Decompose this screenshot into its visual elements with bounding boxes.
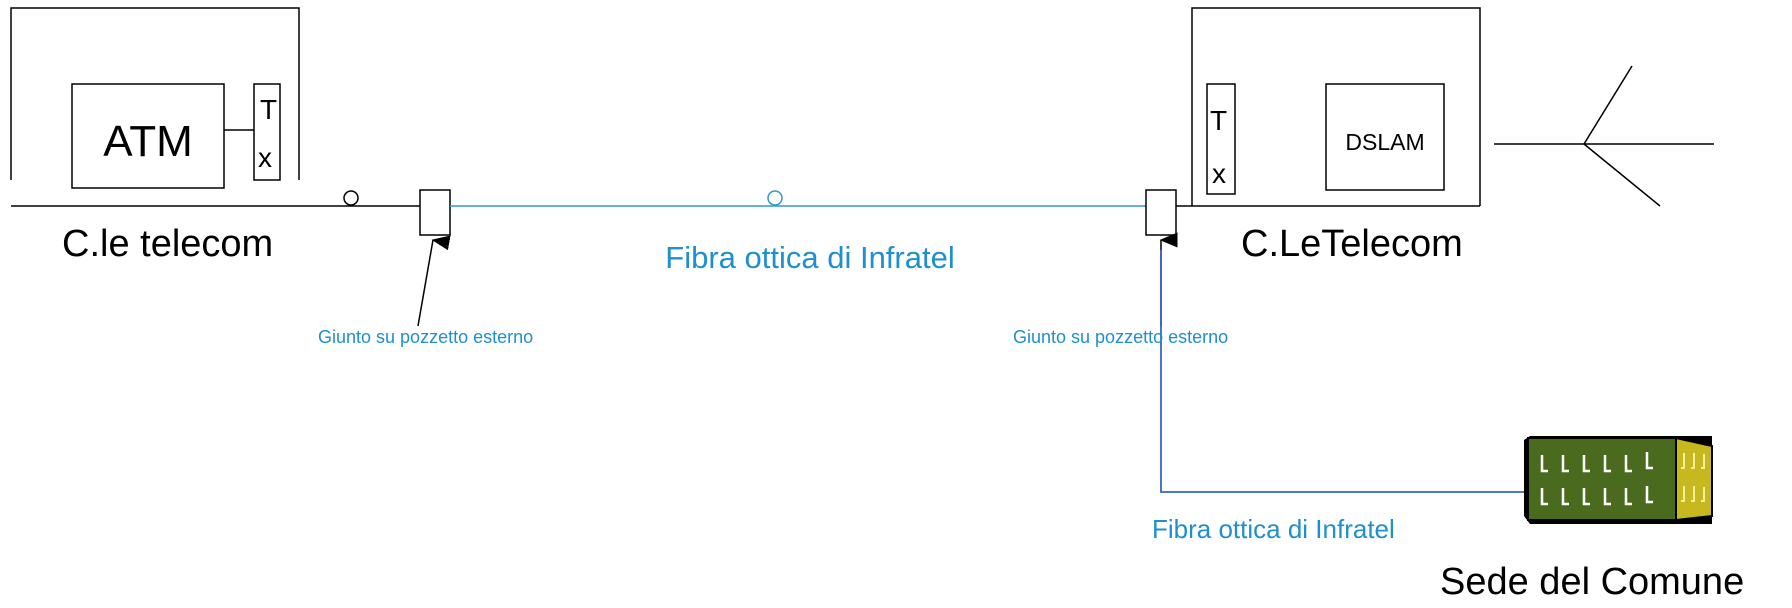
left-office-caption: C.le telecom: [62, 223, 273, 265]
left-cable-marker: [343, 190, 359, 206]
subscriber-line-down: [1583, 143, 1661, 207]
right-central-office: T x DSLAM C.LeTelecom: [1191, 7, 1481, 265]
right-splice-label: Giunto su pozzetto esterno: [1013, 327, 1228, 347]
left-central-office: ATM T x C.le telecom: [10, 7, 300, 265]
subscriber-lines: [1494, 65, 1714, 207]
dslam-label: DSLAM: [1345, 129, 1424, 155]
atm-label: ATM: [103, 117, 193, 166]
atm-box: [71, 83, 225, 189]
left-tx-letter-t: T: [260, 94, 277, 125]
dslam-box: [1325, 83, 1445, 191]
left-tx-box: [253, 83, 281, 181]
municipality-building-icon: [1524, 436, 1713, 524]
municipality-label: Sede del Comune: [1440, 561, 1744, 603]
main-fiber-marker: [767, 190, 783, 206]
left-office-outline: [10, 7, 300, 180]
subscriber-line-up: [1583, 65, 1633, 145]
right-tx-letter-x: x: [1212, 158, 1226, 189]
right-office-outline: [1191, 7, 1481, 206]
right-tx-letter-t: T: [1210, 105, 1227, 136]
right-splice-box[interactable]: [1145, 189, 1177, 236]
left-tx-letter-x: x: [258, 142, 272, 173]
branch-fiber-line: [1160, 250, 1528, 493]
branch-fiber-label: Fibra ottica di Infratel: [1152, 514, 1395, 544]
right-office-caption: C.LeTelecom: [1241, 223, 1463, 265]
left-splice-pointer: [417, 235, 451, 327]
right-tx-box: [1206, 83, 1236, 195]
main-fiber-label: Fibra ottica di Infratel: [665, 240, 954, 275]
left-splice-box[interactable]: [419, 189, 451, 236]
left-splice-label: Giunto su pozzetto esterno: [318, 327, 533, 347]
